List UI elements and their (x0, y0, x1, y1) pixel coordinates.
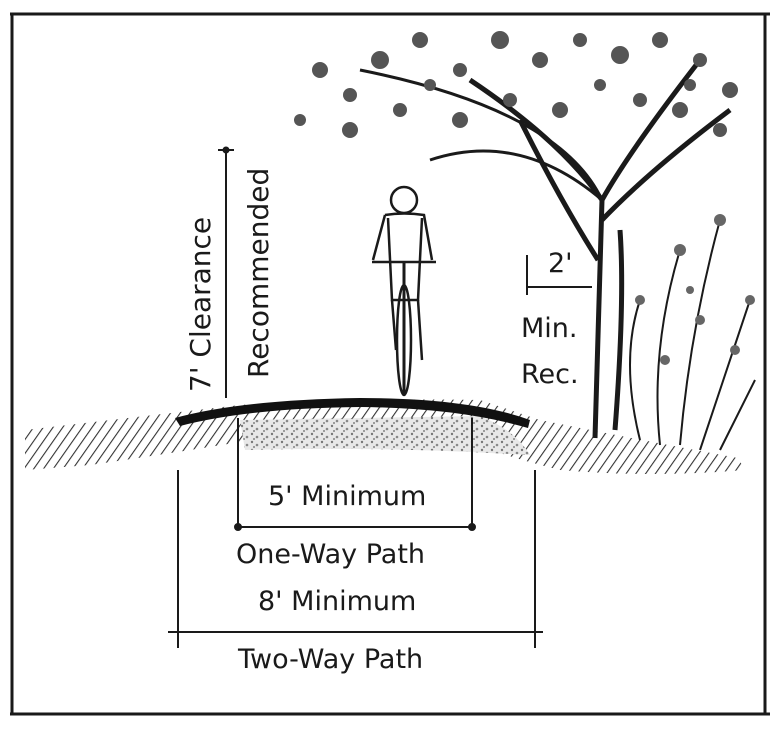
two-way-dimension (168, 470, 543, 648)
clearance-dimension (218, 146, 234, 398)
gravel-base (240, 416, 530, 455)
frame (10, 12, 770, 716)
shrubs (629, 214, 756, 451)
side-min-label: Min. (521, 313, 578, 344)
two-way-caption: Two-Way Path (237, 644, 423, 675)
one-way-dimension (234, 418, 476, 531)
pavement-surface (175, 398, 530, 428)
tree (294, 31, 738, 439)
side-rec-label: Rec. (521, 359, 579, 390)
clearance-label-line1: 7' Clearance (184, 217, 217, 392)
side-offset-label: 2' (548, 248, 573, 279)
one-way-caption: One-Way Path (236, 539, 425, 570)
cyclist-figure (371, 185, 436, 397)
one-way-width-label: 5' Minimum (268, 481, 426, 512)
clearance-label-line2: Recommended (242, 168, 275, 378)
two-way-width-label: 8' Minimum (258, 586, 416, 617)
side-clearance-dimension (526, 255, 592, 295)
